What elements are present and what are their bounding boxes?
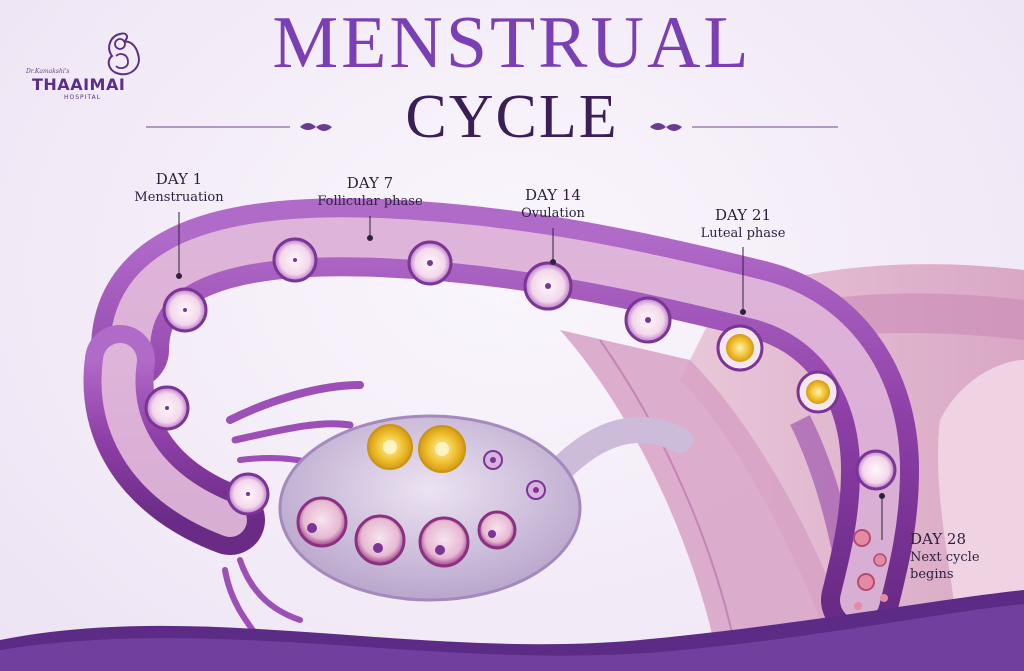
stage-phase: Ovulation (521, 206, 585, 221)
stage-label-day-28: DAY 28 Next cycle begins (910, 530, 1010, 583)
logo-brand: THAAIMAI (32, 75, 126, 94)
corpus-luteum-cell (716, 324, 764, 372)
title-line-2: CYCLE (405, 83, 619, 151)
corpus-luteum-cell (796, 370, 840, 414)
egg-cell (226, 472, 270, 516)
stage-label-day-1: DAY 1 Menstruation (119, 170, 239, 206)
stage-phase: Luteal phase (700, 226, 786, 241)
egg-cell (272, 237, 318, 283)
stage-phase: Menstruation (134, 190, 224, 205)
stage-phase: Follicular phase (317, 194, 423, 209)
egg-cell (624, 296, 672, 344)
stage-phase: Next cycle (910, 550, 980, 565)
egg-cell (523, 261, 573, 311)
title-line-1: MENSTRUAL (272, 2, 752, 84)
hospital-logo: Dr.Kamakshi's THAAIMAI HOSPITAL (18, 28, 148, 108)
stage-day: DAY 14 (524, 186, 581, 204)
mother-and-child-icon (107, 32, 140, 76)
leader-lines (176, 212, 885, 540)
stage-day: DAY 21 (714, 206, 771, 224)
stage-label-day-21: DAY 21 Luteal phase (683, 206, 803, 242)
egg-cell (144, 385, 190, 431)
egg-cell (407, 240, 453, 286)
ovary (278, 414, 693, 602)
stage-label-day-14: DAY 14 Ovulation (503, 186, 603, 222)
egg-cells (144, 237, 897, 516)
stage-label-day-7: DAY 7 Follicular phase (300, 174, 440, 210)
egg-cell (162, 287, 208, 333)
stage-day: DAY 7 (346, 174, 394, 192)
title-divider (146, 123, 838, 131)
stage-day: DAY 1 (155, 170, 203, 188)
stage-day: DAY 28 (910, 530, 967, 548)
stage-phase-continued: begins (910, 567, 954, 582)
ovarian-follicles (296, 424, 546, 568)
egg-cell (855, 449, 897, 491)
logo-tagline: Dr.Kamakshi's (26, 68, 70, 75)
logo-subtitle: HOSPITAL (64, 94, 102, 101)
